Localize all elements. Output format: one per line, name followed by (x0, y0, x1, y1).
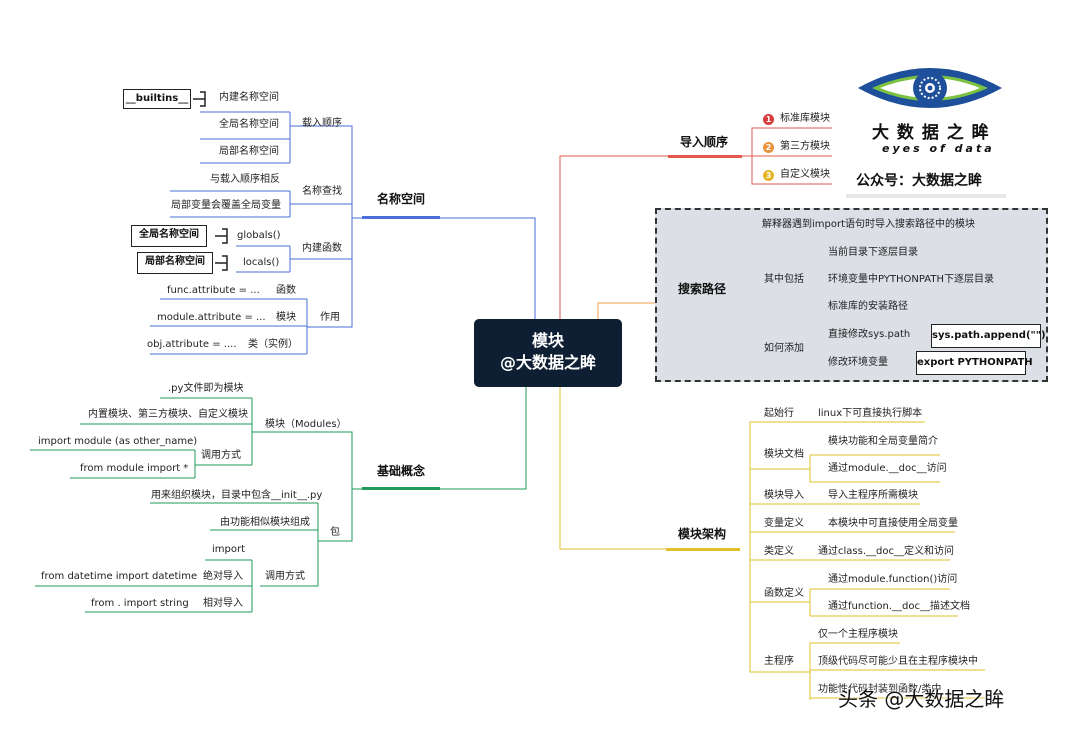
role-meaning: 模块 (276, 312, 296, 323)
arch-row-item: linux下可直接执行脚本 (818, 408, 923, 419)
import-order-item: 标准库模块 (780, 113, 830, 124)
package-item: 用来组织模块，目录中包含__init__.py (151, 490, 323, 501)
modules-usage-label: 调用方式 (201, 450, 241, 461)
arch-row-label: 函数定义 (764, 588, 804, 599)
central-topic-title: 模块 (531, 331, 564, 350)
modules-label: 模块（Modules） (265, 419, 347, 430)
package-usage-code: import (212, 544, 246, 555)
import-order-number: 2 (763, 142, 774, 153)
builtins-box: __builtins__ (123, 89, 191, 109)
load-order-label: 载入顺序 (302, 118, 342, 129)
load-order-item: 局部名称空间 (219, 146, 279, 157)
how-item: 修改环境变量 (828, 357, 888, 368)
builtin-funcs-label: 内建函数 (302, 243, 342, 254)
how-label: 如何添加 (764, 343, 804, 354)
package-item: 由功能相似模块组成 (220, 517, 310, 528)
modules-usage-item: from module import * (80, 463, 189, 474)
how-item: 直接修改sys.path (828, 329, 911, 340)
import-order-number: 3 (763, 170, 774, 181)
package-usage-code: from datetime import datetime (41, 571, 198, 582)
package-usage-kind: 相对导入 (203, 598, 243, 609)
lookup-item: 局部变量会覆盖全局变量 (171, 200, 281, 211)
central-topic-subtitle: @大数据之眸 (499, 353, 596, 372)
import-order-item: 自定义模块 (780, 169, 830, 180)
includes-item: 标准库的安装路径 (828, 301, 908, 312)
lookup-item: 与载入顺序相反 (210, 174, 280, 185)
arch-row-label: 模块导入 (764, 490, 804, 501)
package-usage-kind: 绝对导入 (203, 571, 243, 582)
role-label: 作用 (320, 312, 340, 323)
arch-row-item: 通过function.__doc__描述文档 (828, 601, 970, 612)
role-meaning: 类（实例） (248, 339, 298, 350)
arch-row-item: 导入主程序所需模块 (828, 490, 918, 501)
arch-row-item: 通过module.__doc__访问 (828, 463, 947, 474)
role-expr: module.attribute = ... (157, 312, 266, 323)
eye-logo-icon (858, 68, 1002, 108)
modules-usage-item: import module (as other_name) (38, 436, 198, 447)
brand-account: 公众号：大数据之眸 (856, 173, 982, 189)
brand-english-name: eyes of data (882, 142, 995, 155)
modules-item: .py文件即为模块 (168, 383, 244, 394)
globals-fn: globals() (237, 230, 281, 241)
central-topic: 模块 @大数据之眸 (474, 319, 622, 387)
arch-row-item: 通过module.function()访问 (828, 574, 958, 585)
export-pythonpath-box: export PYTHONPATH (916, 351, 1033, 375)
locals-fn: locals() (243, 257, 280, 268)
import-order-item: 第三方模块 (780, 141, 830, 152)
modules-item: 内置模块、第三方模块、自定义模块 (88, 409, 248, 420)
lookup-label: 名称查找 (302, 186, 342, 197)
arch-row-item: 仅一个主程序模块 (818, 629, 898, 640)
search-path-title: 搜索路径 (678, 282, 727, 296)
watermark: 头条 @大数据之眸 (838, 687, 1005, 711)
brand-underline (846, 194, 1006, 198)
includes-item: 当前目录下逐层目录 (828, 247, 918, 258)
includes-item: 环境变量中PYTHONPATH下逐层目录 (828, 274, 994, 285)
load-order-item: 全局名称空间 (219, 119, 279, 130)
import-order-title: 导入顺序 (680, 135, 729, 149)
arch-row-item: 模块功能和全局变量简介 (828, 436, 938, 447)
search-path-intro: 解释器遇到import语句时导入搜索路径中的模块 (762, 219, 976, 230)
package-usage-code: from . import string (91, 598, 189, 609)
local-namespace-box: 局部名称空间 (137, 252, 213, 274)
arch-row-item: 通过class.__doc__定义和访问 (818, 546, 954, 557)
package-label: 包 (330, 527, 340, 538)
role-expr: obj.attribute = .... (147, 339, 237, 350)
includes-label: 其中包括 (764, 274, 804, 285)
arch-row-label: 变量定义 (764, 518, 804, 529)
namespace-title: 名称空间 (377, 192, 426, 206)
arch-row-label: 起始行 (764, 408, 794, 419)
arch-row-label: 主程序 (764, 656, 794, 667)
arch-row-item: 顶级代码尽可能少且在主程序模块中 (818, 656, 978, 667)
arch-row-label: 类定义 (764, 546, 794, 557)
sys-path-append-box: sys.path.append("") (931, 324, 1046, 348)
arch-row-item: 本模块中可直接使用全局变量 (828, 518, 958, 529)
import-order-number: 1 (763, 114, 774, 125)
basics-title: 基础概念 (377, 464, 426, 478)
arch-row-label: 模块文档 (764, 449, 804, 460)
global-namespace-box: 全局名称空间 (131, 225, 207, 247)
role-meaning: 函数 (276, 285, 296, 296)
architecture-title: 模块架构 (678, 527, 727, 541)
package-usage-label: 调用方式 (265, 571, 305, 582)
arch-row-item: 功能性代码封装到函数/类中 (818, 684, 942, 695)
load-order-item: 内建名称空间 (219, 92, 279, 103)
brand-name: 大 数 据 之 眸 (872, 123, 990, 143)
role-expr: func.attribute = ... (167, 285, 260, 296)
